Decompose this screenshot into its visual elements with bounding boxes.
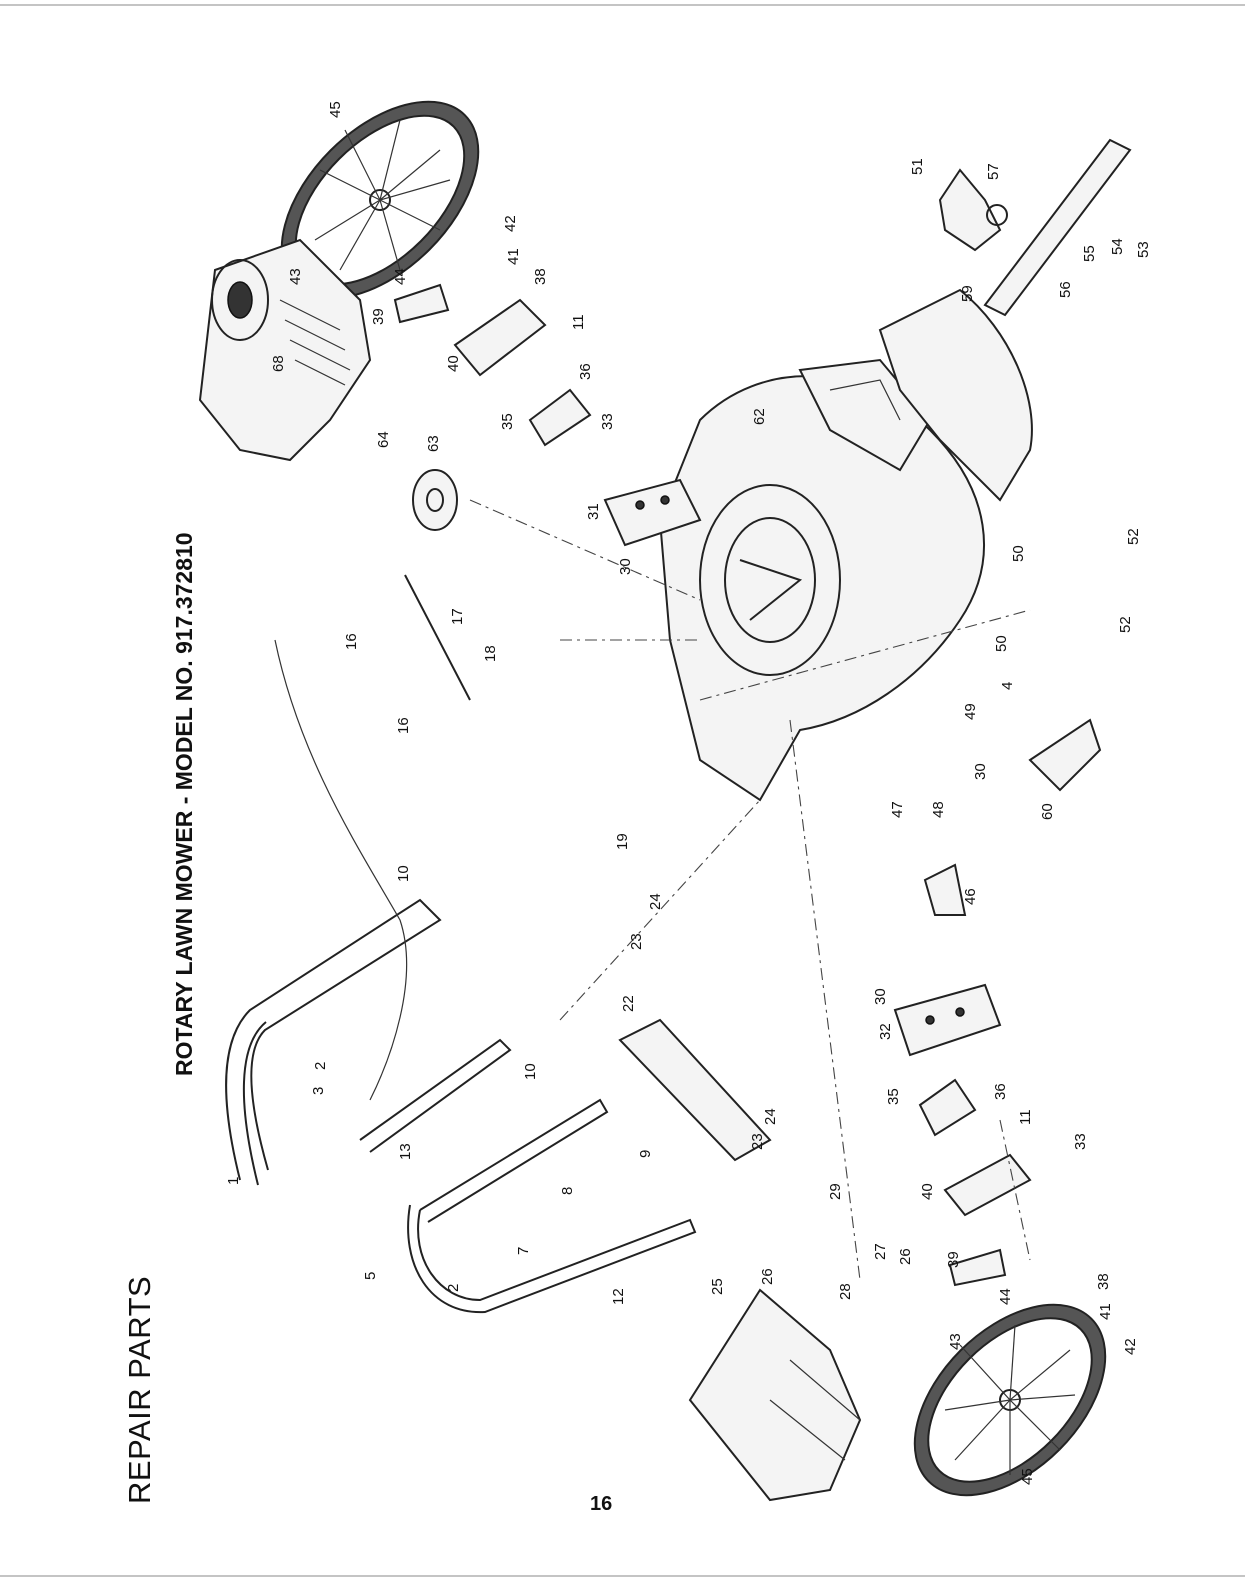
callout-28: 28 (837, 1283, 854, 1300)
callout-5: 5 (362, 1272, 379, 1280)
callout-63: 63 (425, 435, 442, 452)
callout-44: 44 (392, 268, 409, 285)
callout-23: 23 (628, 933, 645, 950)
callout-56: 56 (1057, 281, 1074, 298)
callout-31: 31 (585, 503, 602, 520)
callout-24: 24 (762, 1108, 779, 1125)
axle-bracket-bottom (895, 985, 1000, 1055)
callout-13: 13 (397, 1143, 414, 1160)
callout-49: 49 (962, 703, 979, 720)
callout-35: 35 (885, 1088, 902, 1105)
blade-adapter (940, 170, 1007, 250)
model-title: ROTARY LAWN MOWER - MODEL NO. 917.372810 (171, 532, 198, 1076)
callout-53: 53 (1135, 241, 1152, 258)
callout-30: 30 (972, 763, 989, 780)
callout-8: 8 (559, 1187, 576, 1195)
callout-45: 45 (1019, 1468, 1036, 1485)
callout-9: 9 (637, 1150, 654, 1158)
callout-19: 19 (614, 833, 631, 850)
callout-39: 39 (945, 1251, 962, 1268)
callout-40: 40 (445, 355, 462, 372)
callout-26: 26 (897, 1248, 914, 1265)
callout-44: 44 (997, 1288, 1014, 1305)
callout-12: 12 (610, 1288, 627, 1305)
small-plate (925, 865, 965, 915)
height-adjuster-bottom (920, 1080, 1030, 1285)
callout-29: 29 (827, 1183, 844, 1200)
callout-27: 27 (872, 1243, 889, 1260)
pulley (413, 470, 457, 530)
callout-16: 16 (395, 717, 412, 734)
callout-42: 42 (1122, 1338, 1139, 1355)
callout-68: 68 (270, 355, 287, 372)
callout-4: 4 (999, 682, 1016, 690)
callout-36: 36 (577, 363, 594, 380)
callout-33: 33 (1072, 1133, 1089, 1150)
rear-shield (1030, 720, 1100, 790)
callout-36: 36 (992, 1083, 1009, 1100)
callout-25: 25 (709, 1278, 726, 1295)
callout-26: 26 (759, 1268, 776, 1285)
callout-1: 1 (225, 1177, 242, 1185)
callout-24: 24 (647, 893, 664, 910)
callout-38: 38 (1095, 1273, 1112, 1290)
callout-55: 55 (1081, 245, 1098, 262)
callout-3: 3 (310, 1087, 327, 1095)
callout-41: 41 (505, 248, 522, 265)
section-title: REPAIR PARTS (122, 1276, 158, 1504)
callout-10: 10 (395, 865, 412, 882)
callout-62: 62 (751, 408, 768, 425)
callout-17: 17 (449, 608, 466, 625)
grass-catcher-bag (690, 1290, 860, 1500)
callout-32: 32 (877, 1023, 894, 1040)
callout-42: 42 (502, 215, 519, 232)
callout-40: 40 (919, 1183, 936, 1200)
callout-30: 30 (872, 988, 889, 1005)
page-number: 16 (590, 1493, 612, 1516)
callout-47: 47 (889, 801, 906, 818)
callout-22: 22 (620, 995, 637, 1012)
callout-52: 52 (1117, 616, 1134, 633)
callout-60: 60 (1039, 803, 1056, 820)
cross-rod (405, 575, 470, 700)
callout-45: 45 (327, 101, 344, 118)
callout-7: 7 (515, 1247, 532, 1255)
callout-41: 41 (1097, 1303, 1114, 1320)
callout-11: 11 (570, 314, 587, 330)
callout-16: 16 (343, 633, 360, 650)
callout-39: 39 (370, 308, 387, 325)
callout-43: 43 (287, 268, 304, 285)
callout-48: 48 (930, 801, 947, 818)
callout-38: 38 (532, 268, 549, 285)
callout-50: 50 (1010, 545, 1027, 562)
control-cable (275, 640, 407, 1100)
callout-50: 50 (993, 635, 1010, 652)
callout-46: 46 (962, 888, 979, 905)
callout-23: 23 (749, 1133, 766, 1150)
callout-10: 10 (522, 1063, 539, 1080)
callout-2: 2 (312, 1062, 329, 1070)
upper-handle (226, 900, 510, 1185)
callout-64: 64 (375, 431, 392, 448)
callout-35: 35 (499, 413, 516, 430)
callout-18: 18 (482, 645, 499, 662)
callout-labels: 1 2 2 3 4 5 7 8 9 10 10 11 11 12 13 16 1… (225, 101, 1152, 1485)
callout-30: 30 (617, 558, 634, 575)
callout-43: 43 (947, 1333, 964, 1350)
callout-59: 59 (959, 285, 976, 302)
callout-57: 57 (985, 163, 1002, 180)
callout-33: 33 (599, 413, 616, 430)
discharge-chute (620, 1020, 770, 1160)
callout-52: 52 (1125, 528, 1142, 545)
callout-2: 2 (445, 1284, 462, 1292)
callout-54: 54 (1109, 238, 1126, 255)
lower-handle (408, 1100, 695, 1312)
height-adjuster-top (395, 285, 590, 445)
callout-11: 11 (1017, 1109, 1034, 1125)
callout-51: 51 (909, 158, 926, 175)
